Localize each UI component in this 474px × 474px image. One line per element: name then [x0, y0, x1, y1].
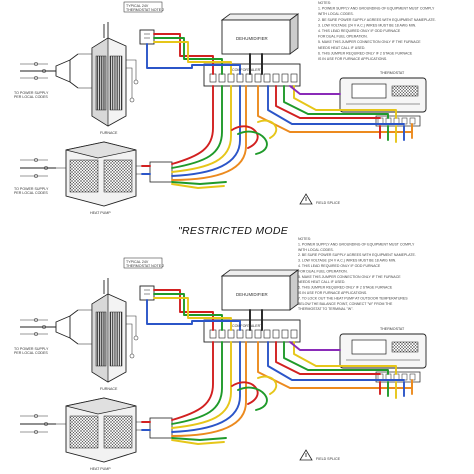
top-thermostat-tag-line1: TYPICAL 24V	[126, 4, 149, 8]
restricted-thermostat-label: THERMOSTAT	[380, 327, 405, 331]
top-hp-supply-line2: PER LOCAL CODES	[14, 191, 48, 195]
restricted-supply-line1: TO POWER SUPPLY	[14, 347, 49, 351]
restricted-thermostat-tag-line2: THERMOSTAT NOTE 2	[126, 264, 164, 268]
restricted-note-line: IS IN USE FOR FURNACE APPLICATIONS.	[298, 291, 367, 295]
top-note-line: 4. THIS LEAD REQUIRED ONLY IF ODD FURNAC…	[318, 29, 401, 33]
top-thermostat-tag-line2: THERMOSTAT NOTE 2	[126, 8, 164, 12]
restricted-mode-heading: "RESTRICTED MODE	[178, 225, 289, 237]
restricted-legend-label: FIELD SPLICE	[316, 457, 341, 461]
restricted-note-line: NEEDS HEAT CALL IF USED.	[298, 280, 345, 284]
top-note-line: NOTES:	[318, 1, 331, 5]
top-note-line: 2. BE SURE POWER SUPPLY AGREES WITH EQUI…	[318, 18, 436, 22]
top-furnace-label: FURNACE	[100, 131, 118, 135]
top-labels: TYPICAL 24V THERMOSTAT NOTE 2 DEHUMIDIFI…	[14, 1, 436, 215]
top-note-line: FOR DUAL FUEL OPERATION.	[318, 35, 368, 39]
top-thermostat-label: THERMOSTAT	[380, 71, 405, 75]
top-note-line: 3. LOW VOLTAGE (24 V A.C.) WIRES MUST BE…	[318, 23, 416, 27]
top-supply-line1: TO POWER SUPPLY	[14, 91, 49, 95]
top-supply-line2: PER LOCAL CODES	[14, 95, 48, 99]
top-legend-label: FIELD SPLICE	[316, 201, 341, 205]
restricted-heat-pump-label: HEAT PUMP	[90, 467, 111, 471]
top-note-line: 6. THIS JUMPER REQUIRED ONLY IF 2 STAGE …	[318, 51, 413, 55]
restricted-note-line: 5. MAKE THIS JUMPER CONNECTION ONLY IF T…	[298, 275, 401, 279]
top-note-line: IS IN USE FOR FURNACE APPLICATIONS.	[318, 57, 387, 61]
restricted-note-line: THERMOSTAT TO TERMINAL "W".	[298, 307, 353, 311]
restricted-note-line: BELOW THE BALANCE POINT, CONNECT "W" FRO…	[298, 302, 393, 306]
restricted-note-line: 6. THIS JUMPER REQUIRED ONLY IF 2 STAGE …	[298, 286, 393, 290]
restricted-note-line: 2. BE SURE POWER SUPPLY AGREES WITH EQUI…	[298, 253, 416, 257]
restricted-board-label: COMFORT ALERT	[232, 324, 263, 328]
top-notes: NOTES: 1. POWER SUPPLY AND GROUNDING OF E…	[318, 1, 436, 61]
top-note-line: NEEDS HEAT CALL IF USED.	[318, 46, 365, 50]
top-board-label: COMFORT ALERT	[232, 68, 263, 72]
restricted-thermostat-tag-line1: TYPICAL 24V	[126, 260, 149, 264]
restricted-furnace-label: FURNACE	[100, 387, 118, 391]
restricted-dehumidifier-label: DEHUMIDIFIER	[236, 292, 268, 297]
restricted-note-line: FOR DUAL FUEL OPERATION.	[298, 269, 348, 273]
restricted-note-line: 7. TO LOCK OUT THE HEAT PUMP AT OUTDOOR …	[298, 296, 408, 300]
restricted-labels: TYPICAL 24V THERMOSTAT NOTE 2 DEHUMIDIFI…	[14, 237, 416, 471]
restricted-notes: NOTES:1. POWER SUPPLY AND GROUNDING OF E…	[298, 237, 416, 311]
restricted-supply-line2: PER LOCAL CODES	[14, 351, 48, 355]
top-note-line: WITH LOCAL CODES.	[318, 12, 354, 16]
top-note-line: 5. MAKE THIS JUMPER CONNECTION ONLY IF T…	[318, 40, 421, 44]
restricted-note-line: 1. POWER SUPPLY AND GROUNDING OF EQUIPME…	[298, 242, 415, 246]
top-heat-pump-label: HEAT PUMP	[90, 211, 111, 215]
restricted-note-line: NOTES:	[298, 237, 311, 241]
top-dehumidifier-label: DEHUMIDIFIER	[236, 36, 268, 41]
restricted-note-line: 3. LOW VOLTAGE (24 V A.C.) WIRES MUST BE…	[298, 259, 396, 263]
top-note-line: 1. POWER SUPPLY AND GROUNDING OF EQUIPME…	[318, 7, 435, 11]
top-hp-supply-line1: TO POWER SUPPLY	[14, 187, 49, 191]
restricted-note-line: 4. THIS LEAD REQUIRED ONLY IF ODD FURNAC…	[298, 264, 381, 268]
restricted-note-line: WITH LOCAL CODES.	[298, 248, 334, 252]
